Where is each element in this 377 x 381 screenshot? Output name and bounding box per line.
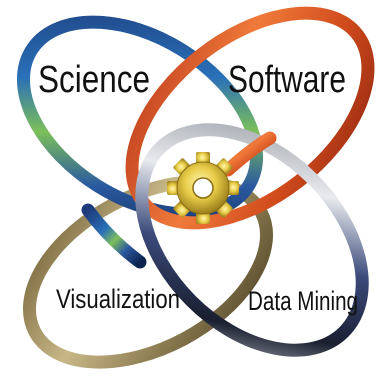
science-label: Science [38, 59, 150, 101]
visualization-label: Visualization [56, 284, 180, 314]
software-label: Software [228, 59, 346, 101]
data-mining-label: Data Mining [248, 286, 358, 316]
gear-icon [167, 152, 239, 224]
data-mining-ring [135, 123, 369, 357]
science-ring [16, 15, 264, 221]
